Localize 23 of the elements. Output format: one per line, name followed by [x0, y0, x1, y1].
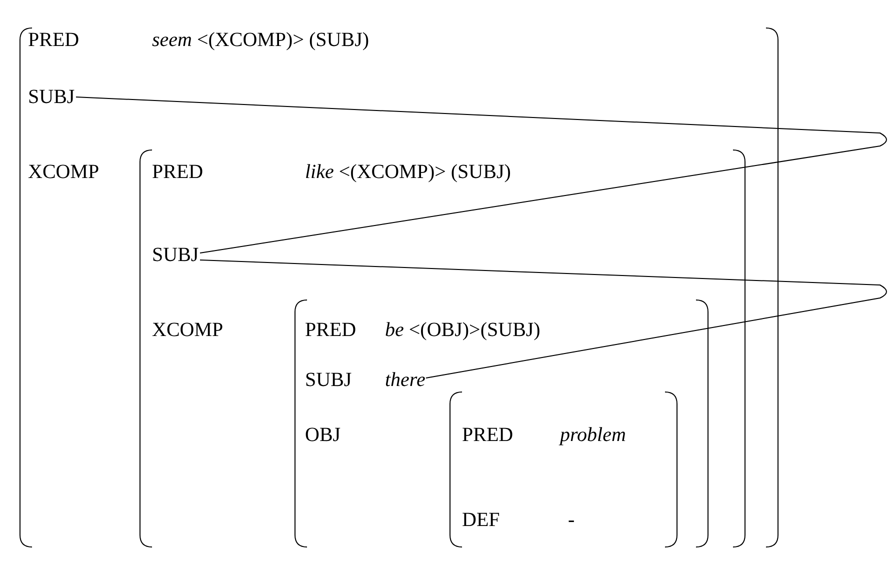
attribute-label: XCOMP: [28, 160, 100, 184]
attribute-label: PRED: [462, 423, 514, 447]
connector-line: [200, 260, 887, 378]
attribute-value: seem <(XCOMP)> (SUBJ): [152, 28, 370, 52]
attribute-label: SUBJ: [305, 368, 352, 392]
f-structure-bracket: [140, 150, 745, 547]
attribute-label: DEF: [462, 508, 500, 532]
attribute-value: there: [385, 368, 426, 392]
connector-line: [76, 96, 887, 254]
attribute-label: SUBJ: [152, 243, 199, 267]
attribute-label: PRED: [28, 28, 80, 52]
attribute-value: be <(OBJ)>(SUBJ): [385, 318, 540, 342]
attribute-value: OBJ: [305, 423, 341, 447]
attribute-value: -: [568, 508, 575, 532]
attribute-label: PRED: [305, 318, 356, 342]
f-structure-bracket: [295, 300, 708, 547]
attribute-label: PRED: [152, 160, 204, 184]
attribute-label: XCOMP: [152, 318, 224, 342]
attribute-value: problem: [560, 423, 626, 447]
f-structure-bracket: [20, 28, 778, 547]
attribute-value: like <(XCOMP)> (SUBJ): [305, 160, 511, 184]
attribute-label: SUBJ: [28, 85, 75, 109]
f-structure-bracket: [450, 392, 677, 547]
